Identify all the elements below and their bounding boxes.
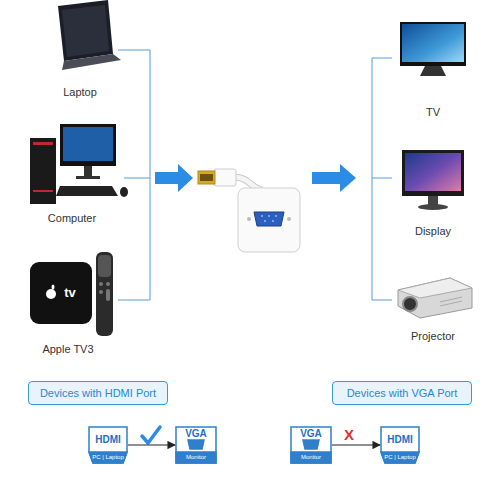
vga-port-symbol — [188, 440, 204, 449]
vga-icon: VGA Monitor — [175, 426, 217, 464]
tv-frame — [400, 22, 466, 66]
laptop-base — [62, 54, 121, 70]
vga-screw — [247, 217, 251, 221]
tv-box — [30, 262, 92, 324]
projector-body — [398, 278, 472, 318]
vga-band — [291, 452, 331, 463]
vga-pin — [275, 215, 277, 217]
group-title: Devices with VGA Port — [347, 387, 458, 399]
hdmi-icon: HDMI PC | Laptop — [380, 426, 420, 464]
remote — [96, 252, 113, 336]
port-name: VGA — [290, 428, 332, 440]
display-base — [418, 204, 448, 210]
hdmi-plug-slot — [200, 174, 213, 181]
flow-arrow — [312, 164, 356, 192]
group-title: Devices with HDMI Port — [40, 387, 156, 399]
port-group-box: Devices with VGA Port — [332, 381, 472, 405]
hdmi-plug — [214, 169, 236, 186]
cross-mark: X — [289, 426, 409, 444]
remote-button — [99, 282, 103, 286]
vga-port-symbol — [303, 440, 319, 449]
keyboard — [56, 186, 118, 196]
projector-vent — [440, 301, 462, 306]
projector-lens — [403, 297, 417, 311]
laptop-lid — [58, 0, 113, 61]
monitor-screen — [63, 127, 113, 161]
target-bracket — [372, 58, 392, 300]
vga-outline — [291, 427, 331, 463]
flow-arrow — [155, 164, 193, 192]
projector-top — [398, 278, 472, 298]
laptop-lid-panel — [62, 5, 109, 57]
vga-screw — [287, 217, 291, 221]
mouse — [120, 187, 128, 197]
device-label: Computer — [12, 212, 132, 225]
remote-button — [106, 289, 110, 301]
connector-arrow — [128, 444, 175, 445]
port-name: HDMI — [380, 434, 420, 446]
vga-pin — [268, 215, 270, 217]
port-name: HDMI — [88, 434, 128, 446]
vga-pin — [272, 220, 274, 222]
apple-logo — [46, 289, 56, 299]
device-logo-text: tv — [10, 285, 130, 301]
port-group-box: Devices with HDMI Port — [28, 381, 168, 405]
display-frame — [402, 150, 464, 196]
port-name: VGA — [175, 428, 217, 440]
device-type: PC | Laptop — [88, 453, 128, 461]
vga-icon: VGA Monitor — [290, 426, 332, 464]
source-bracket — [118, 50, 150, 300]
hdmi-band — [89, 452, 127, 463]
device-label: TV — [373, 106, 493, 119]
check-mark — [142, 427, 160, 443]
display-screen — [405, 153, 461, 191]
device-label: Projector — [373, 330, 493, 343]
device-label: Laptop — [20, 86, 140, 99]
tower-stripe — [33, 142, 53, 145]
vga-pin — [261, 215, 263, 217]
device-type: PC | Laptop — [380, 453, 420, 461]
hdmi-outline — [381, 427, 419, 463]
tv-screen — [402, 24, 464, 62]
hdmi-band — [381, 452, 419, 463]
device-type: Monitor — [290, 453, 332, 461]
vga-pin — [264, 220, 266, 222]
vga-outline — [176, 427, 216, 463]
connector-arrow — [332, 444, 380, 445]
vga-band — [176, 452, 216, 463]
vga-port — [254, 212, 284, 226]
hdmi-plug-metal — [198, 171, 215, 184]
device-label: Apple TV3 — [8, 343, 128, 356]
remote-button — [99, 290, 103, 294]
device-type: Monitor — [175, 453, 217, 461]
monitor-stand — [84, 166, 92, 176]
tv-stand — [420, 66, 446, 76]
remote-button — [106, 282, 110, 286]
monitor-frame — [60, 124, 116, 166]
adapter-box — [238, 188, 300, 252]
hdmi-icon: HDMI PC | Laptop — [88, 426, 128, 464]
remote-touchpad — [98, 255, 111, 277]
tower-case — [30, 138, 56, 204]
hdmi-outline — [89, 427, 127, 463]
tower-stripe — [33, 190, 53, 192]
apple-logo-leaf — [52, 285, 55, 290]
monitor-base — [76, 176, 100, 179]
device-label: Display — [373, 225, 493, 238]
